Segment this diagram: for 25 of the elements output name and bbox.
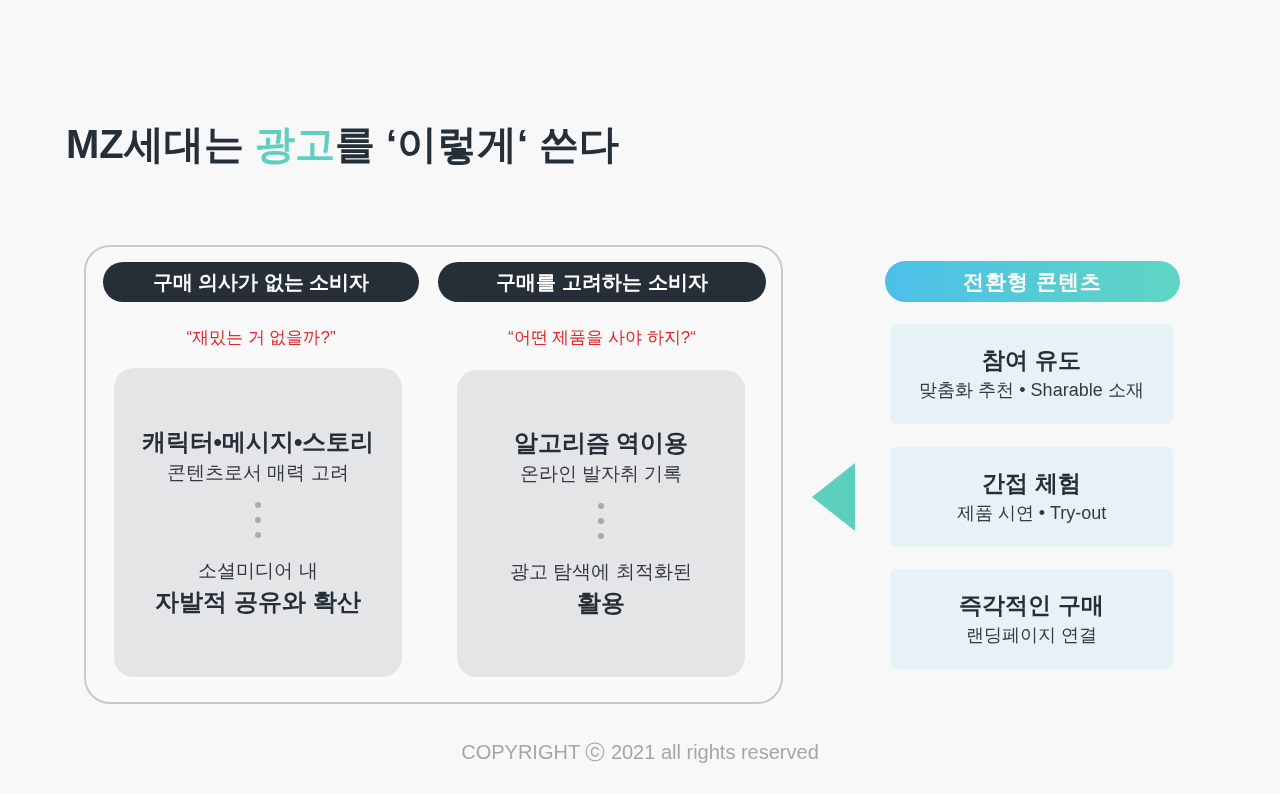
highlight-text: 활용 — [577, 588, 625, 618]
rounded-panel — [84, 245, 783, 704]
heading-text: 간접 체험 — [982, 469, 1081, 498]
body-text: 제품 시연 • Try-out — [956, 502, 1107, 525]
copyright-notice: COPYRIGHT ⓒ 2021 all rights reserved — [461, 740, 819, 765]
header-pill: 구매 의사가 없는 소비자 — [103, 262, 419, 302]
body-text: 광고 탐색에 최적화된 — [510, 560, 692, 584]
body-text: 랜딩페이지 연결 — [966, 624, 1097, 647]
content-box — [457, 370, 745, 677]
heading-text: 즉각적인 구매 — [959, 591, 1104, 620]
highlight-text: 자발적 공유와 확산 — [155, 587, 361, 617]
header-pill: 전환형 콘텐츠 — [885, 261, 1180, 302]
body-text: 맞춤화 추천 • Sharable 소재 — [919, 379, 1144, 402]
quote-text: “어떤 제품을 사야 하지?“ — [508, 327, 696, 349]
body-text: 온라인 발자취 기록 — [519, 462, 683, 486]
header-pill: 구매를 고려하는 소비자 — [438, 262, 766, 302]
title: MZ세대는 광고를 ‘이렇게‘ 쓴다 — [66, 121, 620, 168]
quote-text: “재밌는 거 없을까?” — [186, 327, 336, 349]
body-text: 소셜미디어 내 — [198, 559, 318, 583]
content-box — [114, 368, 402, 677]
heading-text: 알고리즘 역이용 — [513, 428, 689, 458]
heading-text: 참여 유도 — [982, 346, 1081, 375]
heading-text: 캐릭터•메시지•스토리 — [141, 427, 375, 457]
triangle-arrow — [812, 463, 855, 531]
body-text: 콘텐츠로서 매력 고려 — [167, 461, 349, 485]
